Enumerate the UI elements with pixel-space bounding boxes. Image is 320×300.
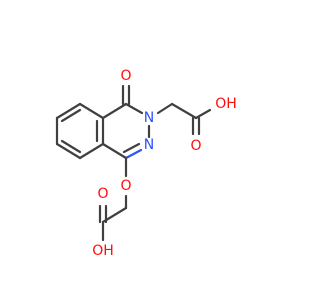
bond-inner-c8-c7	[60, 108, 82, 123]
atom-o-ether: O	[120, 178, 131, 194]
structure-diagram: O OH O N N O O OH	[55, 68, 237, 259]
o-acetic-acid-group: O O OH	[92, 156, 132, 259]
bond-inner-c6-c5	[60, 139, 82, 154]
benzene-ring	[55, 102, 105, 160]
atom-n3: N	[144, 137, 154, 153]
atom-n2: N	[144, 110, 154, 126]
bond-n3-c4-dbl	[124, 148, 143, 160]
atom-o-acid2: O	[97, 186, 108, 202]
atom-o-carbonyl: O	[120, 68, 131, 84]
bond-c8-c7	[55, 102, 82, 120]
bond-c8a-c8	[78, 102, 105, 120]
pyridazinone-ring	[101, 102, 151, 160]
bond-c6-c5	[55, 142, 82, 160]
bond-c4-c4a	[101, 142, 128, 160]
carbonyl-group: O	[120, 68, 132, 106]
bond-ch2-cooh	[170, 102, 198, 120]
atom-oh-acid1: OH	[215, 96, 237, 112]
bond-c5-c4a	[78, 142, 105, 160]
atom-oh-acid2: OH	[92, 243, 114, 259]
bond-cooh-oh	[194, 108, 212, 120]
bond-c8a-c1	[101, 102, 128, 120]
bond-n2-ch2	[156, 102, 174, 115]
atom-o-acid1: O	[190, 138, 201, 154]
bond-n3-c4	[122, 142, 141, 154]
n-acetic-acid-group: OH O	[156, 96, 237, 154]
bond-c1-n2	[124, 102, 144, 115]
